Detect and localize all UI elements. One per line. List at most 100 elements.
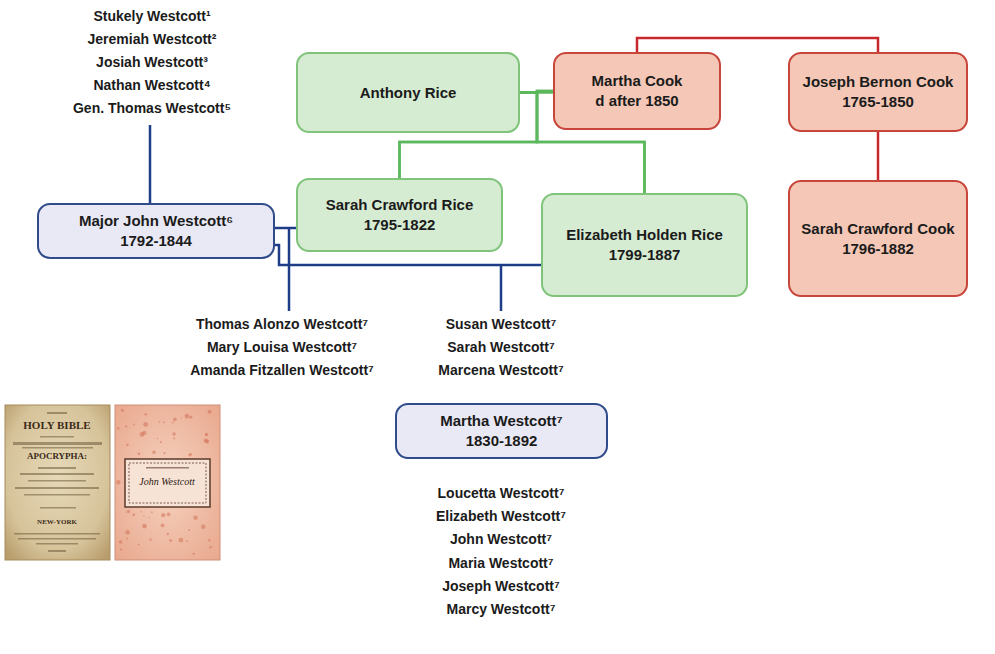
foxing-spot bbox=[126, 538, 128, 540]
foxing-spot bbox=[208, 539, 210, 541]
book-title: HOLY BIBLE bbox=[23, 419, 90, 432]
foxing-spot bbox=[181, 417, 182, 418]
life-dates: 1795-1822 bbox=[364, 215, 436, 235]
foxing-spot bbox=[185, 414, 190, 419]
foxing-spot bbox=[126, 444, 129, 447]
print-line bbox=[22, 447, 93, 449]
foxing-spot bbox=[138, 452, 141, 455]
print-line bbox=[146, 467, 189, 469]
descent-line bbox=[500, 265, 503, 311]
person-box: Anthony Rice bbox=[296, 52, 520, 133]
child-name: Mary Louisa Westcott⁷ bbox=[207, 339, 357, 356]
print-line bbox=[24, 494, 90, 496]
print-line bbox=[15, 487, 99, 489]
foxing-spot bbox=[145, 413, 148, 416]
child-name: John Westcott⁷ bbox=[450, 531, 552, 548]
foxing-spot bbox=[138, 544, 140, 546]
descent-line bbox=[149, 125, 152, 207]
ancestor-name: Jeremiah Westcott² bbox=[88, 31, 217, 48]
foxing-spot bbox=[163, 422, 165, 424]
print-line bbox=[47, 412, 67, 414]
foxing-spot bbox=[208, 410, 212, 414]
foxing-spot bbox=[161, 513, 165, 517]
ancestor-name: Stukely Westcott¹ bbox=[93, 8, 210, 25]
foxing-spot bbox=[149, 538, 151, 540]
print-line bbox=[14, 533, 100, 535]
family-line bbox=[877, 132, 880, 180]
person-box: Joseph Bernon Cook1765-1850 bbox=[788, 52, 968, 132]
foxing-spot bbox=[117, 427, 119, 429]
print-line bbox=[40, 436, 74, 438]
foxing-spot bbox=[133, 423, 135, 425]
bookplate-frame bbox=[125, 459, 210, 507]
foxing-spot bbox=[211, 546, 212, 547]
foxing-spot bbox=[169, 539, 172, 542]
person-box: Martha Westcott⁷1830-1892 bbox=[395, 403, 608, 459]
print-line bbox=[40, 507, 76, 509]
foxing-spot bbox=[152, 451, 156, 455]
foxing-spot bbox=[161, 523, 165, 527]
child-name: Susan Westcott⁷ bbox=[446, 316, 557, 333]
ancestor-name: Josiah Westcott³ bbox=[96, 54, 208, 71]
print-line bbox=[36, 543, 78, 545]
foxing-spot bbox=[125, 511, 126, 512]
foxing-spot bbox=[132, 513, 135, 516]
owner-signature: John Westcott bbox=[139, 476, 194, 488]
foxing-spot bbox=[179, 538, 184, 543]
foxing-spot bbox=[172, 432, 176, 436]
life-dates: 1792-1844 bbox=[120, 231, 192, 251]
print-line bbox=[38, 467, 76, 469]
foxing-spot bbox=[125, 426, 127, 428]
foxing-spot bbox=[142, 524, 147, 529]
foxing-spot bbox=[145, 525, 146, 526]
person-box: Sarah Crawford Cook1796-1882 bbox=[788, 180, 968, 297]
foxing-spot bbox=[125, 530, 130, 535]
person-name: Joseph Bernon Cook bbox=[803, 72, 954, 92]
foxing-spot bbox=[121, 409, 124, 412]
person-name: Anthony Rice bbox=[360, 83, 457, 103]
life-dates: 1796-1882 bbox=[842, 239, 914, 259]
foxing-spot bbox=[205, 433, 208, 436]
foxing-spot bbox=[151, 511, 153, 513]
foxing-spot bbox=[116, 480, 120, 484]
person-box: Martha Cookd after 1850 bbox=[553, 52, 721, 130]
ancestor-name: Nathan Westcott⁴ bbox=[93, 77, 210, 94]
foxing-spot bbox=[143, 422, 148, 427]
person-box: Major John Westcott⁶1792-1844 bbox=[37, 203, 275, 259]
ancestor-name: Gen. Thomas Westcott⁵ bbox=[73, 100, 231, 117]
illegible-print bbox=[13, 412, 102, 552]
foxing-spot bbox=[127, 510, 130, 513]
print-line bbox=[20, 473, 94, 475]
person-name: Martha Cook bbox=[592, 71, 683, 91]
foxing-spot bbox=[120, 549, 122, 551]
foxing-spot bbox=[209, 546, 211, 548]
book-title: APOCRYPHA: bbox=[27, 451, 87, 462]
foxing-spot bbox=[189, 415, 192, 418]
foxing-spot bbox=[141, 511, 142, 512]
person-name: Martha Westcott⁷ bbox=[440, 411, 563, 431]
bible-title-page bbox=[5, 405, 110, 560]
person-box: Sarah Crawford Rice1795-1822 bbox=[296, 178, 503, 252]
child-name: Sarah Westcott⁷ bbox=[447, 339, 554, 356]
foxing-spot bbox=[167, 533, 169, 535]
foxing-spot bbox=[167, 512, 171, 516]
foxing-spot bbox=[201, 524, 205, 528]
child-name: Joseph Westcott⁷ bbox=[442, 578, 560, 595]
foxing-spot bbox=[149, 517, 150, 518]
family-line bbox=[275, 227, 296, 230]
foxing-spot bbox=[173, 437, 175, 439]
life-dates: 1765-1850 bbox=[842, 92, 914, 112]
person-box: Elizabeth Holden Rice1799-1887 bbox=[541, 193, 748, 297]
foxing-spot bbox=[193, 516, 198, 521]
foxing-spot bbox=[192, 553, 194, 555]
child-name: Elizabeth Westcott⁷ bbox=[436, 508, 566, 525]
person-name: Sarah Crawford Rice bbox=[326, 195, 474, 215]
foxing-spots bbox=[116, 409, 213, 555]
foxing-spot bbox=[205, 440, 209, 444]
imprint-text: NEW-YORK bbox=[37, 518, 77, 526]
foxing-spot bbox=[173, 417, 177, 421]
foxing-spot bbox=[188, 529, 190, 531]
life-dates: 1799-1887 bbox=[609, 245, 681, 265]
child-name: Amanda Fitzallen Westcott⁷ bbox=[190, 362, 374, 379]
foxing-spot bbox=[190, 453, 192, 455]
